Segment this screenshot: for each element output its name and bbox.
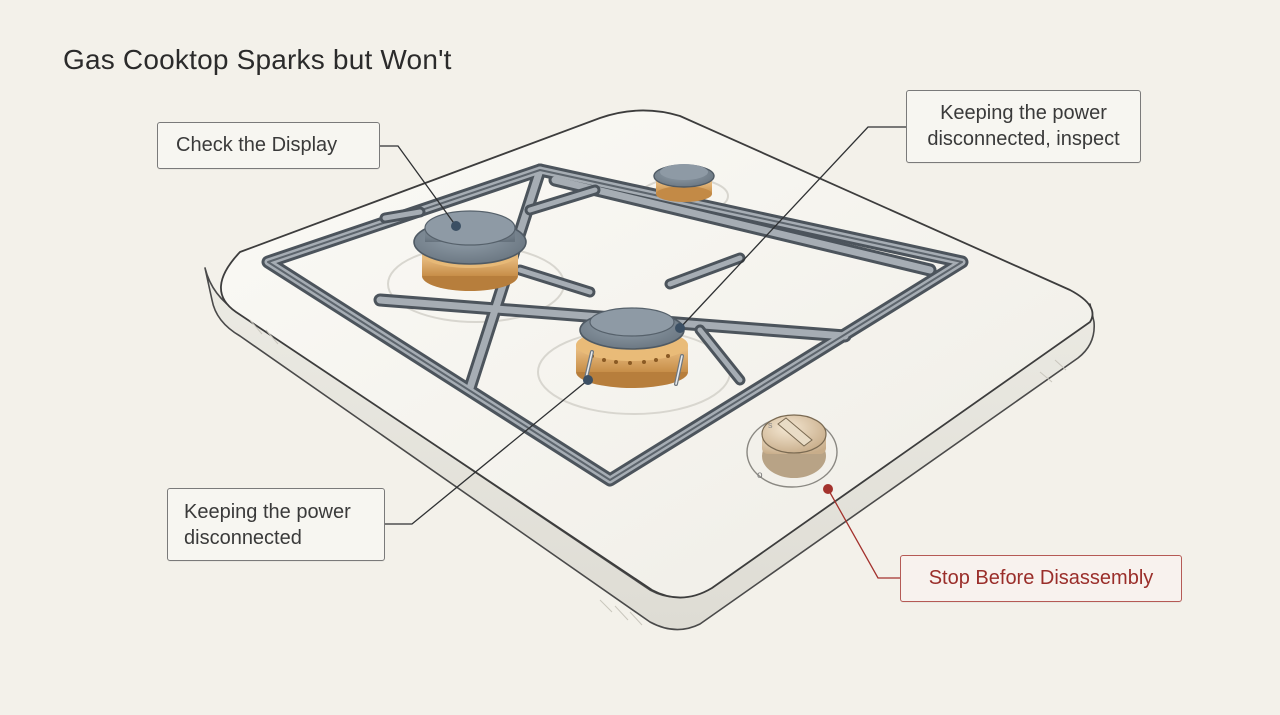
leader-lines (380, 126, 906, 579)
callout-inspect-line1: Keeping the power (940, 102, 1107, 124)
callout-stop-text: Stop Before Disassembly (928, 567, 1154, 589)
callout-power-line1: Keeping the power (184, 501, 351, 523)
cooktop-grate (261, 163, 969, 487)
page-title: Gas Cooktop Sparks but Won't (63, 44, 452, 75)
svg-text:s: s (768, 420, 773, 430)
leader-inspect (679, 126, 906, 329)
sketch-hatching (249, 319, 1067, 626)
marker-power (583, 375, 593, 385)
burner-front (576, 307, 688, 388)
marker-inspect (675, 323, 685, 333)
callout-inspect-line2: disconnected, inspect (927, 128, 1120, 150)
marker-stop (823, 484, 833, 494)
callout-check-display: Check the Display (157, 122, 380, 169)
svg-text:o: o (757, 470, 763, 481)
marker-check-display (451, 221, 461, 231)
callout-check-display-text: Check the Display (176, 134, 338, 156)
callout-inspect: Keeping the power disconnected, inspect (906, 90, 1141, 163)
callout-power-line2: disconnected (184, 527, 302, 549)
callout-power-disconnected: Keeping the power disconnected (167, 488, 385, 561)
leader-check-display (380, 145, 457, 227)
leader-stop (827, 488, 900, 579)
leader-power (385, 379, 589, 525)
callout-stop-warning: Stop Before Disassembly (900, 555, 1182, 602)
knob-icon[interactable]: o s (746, 414, 838, 488)
burner-left (413, 210, 527, 291)
burner-back (653, 164, 715, 202)
